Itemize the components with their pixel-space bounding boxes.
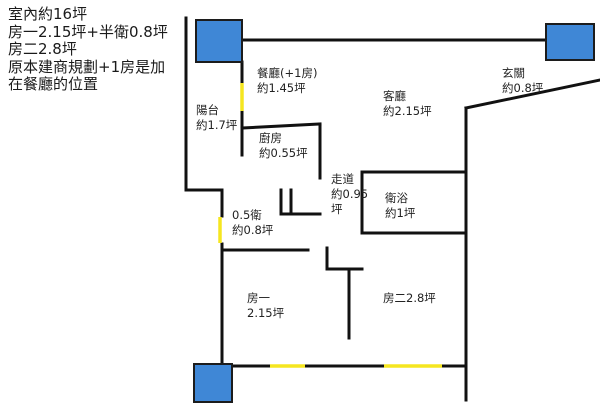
room-label-bath: 衛浴 約1坪 [385,191,415,221]
room-name: 客廳 [383,89,406,103]
room-name: 0.5衛 [232,208,262,222]
wall-dining-divider [240,122,322,130]
note-line: 房二2.8坪 [8,40,77,59]
room-name: 玄關 [502,66,525,80]
notes: 室內約16坪 房一2.15坪+半衛0.8坪 房二2.8坪 原本建商規劃+1房是加… [8,5,168,94]
structural-column [545,23,595,61]
room-label-living: 客廳 約2.15坪 [383,89,432,119]
room-label-half-bath: 0.5衛 約0.8坪 [232,208,273,238]
note-line: 在餐廳的位置 [8,75,99,94]
wall-entry [464,78,600,110]
room-label-entry: 玄關 約0.8坪 [502,66,543,96]
room-name: 走道 [331,172,354,186]
room-label-corridor: 走道 約0.95 坪 [331,172,368,217]
room-name: 餐廳(+1房) [257,66,318,80]
note-line: 原本建商規劃+1房是加 [8,57,166,76]
room-size: 約2.15坪 [383,104,432,118]
note-line: 房一2.15坪+半衛0.8坪 [8,22,168,41]
room-label-kitchen: 廚房 約0.55坪 [259,131,308,161]
room-name: 廚房 [259,131,282,145]
room-size: 約1坪 [385,206,416,220]
room-size: 約0.95 [331,187,369,201]
room-size: 約0.55坪 [259,146,308,160]
room-label-balcony: 陽台 約1.7坪 [196,103,237,133]
room-label-room1: 房一 2.15坪 [247,291,284,321]
room-name: 房一 [247,291,270,305]
room-name: 房二2.8坪 [383,291,436,305]
room-label-dining: 餐廳(+1房) 約1.45坪 [257,66,317,96]
room-size-unit: 坪 [331,202,343,216]
structural-column [193,363,233,403]
room-size: 2.15坪 [247,306,285,320]
room-name: 衛浴 [385,191,408,205]
room-name: 陽台 [196,103,219,117]
room-size: 約0.8坪 [232,223,274,237]
room-size: 約0.8坪 [502,81,544,95]
room-label-room2: 房二2.8坪 [383,291,436,306]
room-size: 約1.7坪 [196,118,238,132]
note-line: 室內約16坪 [8,5,88,23]
room-size: 約1.45坪 [257,81,306,95]
structural-column [195,19,243,63]
